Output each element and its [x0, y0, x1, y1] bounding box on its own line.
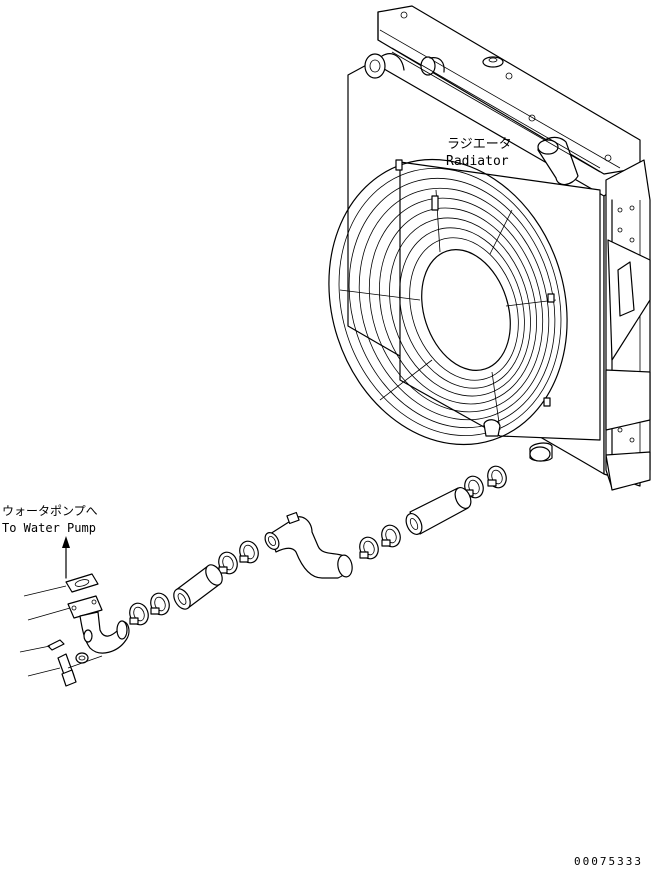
clamp: [129, 602, 149, 626]
arrow-up-icon: [62, 536, 70, 579]
pump-label-jp: ウォータポンプへ: [2, 504, 98, 518]
hose: [173, 564, 223, 610]
gasket: [65, 573, 99, 593]
radiator-label-jp: ラジエータ: [447, 137, 512, 152]
clamp: [218, 551, 238, 575]
clamp: [150, 592, 170, 616]
label-radiator: ラジエータ Radiator: [446, 137, 512, 169]
clamp: [239, 540, 259, 564]
bolt: [57, 653, 77, 687]
clamp: [464, 475, 484, 499]
washer: [47, 639, 65, 651]
hose: [405, 487, 472, 535]
elbow-fitting: [67, 595, 130, 654]
bent-pipe: [264, 511, 353, 579]
drawing-number: 00075333: [574, 855, 643, 868]
hose-assembly: [19, 465, 507, 687]
clamp: [381, 524, 401, 548]
fan-guard: [328, 158, 568, 446]
label-water-pump: ウォータポンプへ To Water Pump: [2, 504, 98, 535]
clamp: [487, 465, 507, 489]
radiator-assembly: [328, 5, 651, 491]
clamp: [359, 536, 379, 560]
radiator-label-en: Radiator: [446, 154, 509, 169]
pump-label-en: To Water Pump: [2, 521, 96, 535]
